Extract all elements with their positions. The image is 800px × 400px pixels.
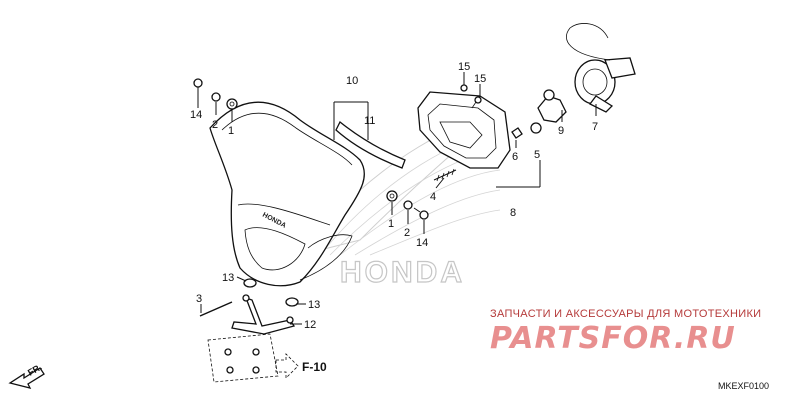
nut-6 xyxy=(511,127,523,139)
watermark-tagline: ЗАПЧАСТИ И АКСЕССУАРЫ ДЛЯ МОТОТЕХНИКИ xyxy=(490,308,761,320)
f10-reference-box xyxy=(207,333,279,383)
headlight-assembly xyxy=(417,91,511,169)
callout-13-right: 13 xyxy=(308,299,320,311)
callout-2-left: 2 xyxy=(212,119,218,131)
reference-f10-label: F-10 xyxy=(302,360,327,374)
callout-1-left: 1 xyxy=(228,125,234,137)
callout-9: 9 xyxy=(558,125,564,137)
headlight-cowl xyxy=(209,101,365,287)
callout-15-a: 15 xyxy=(458,61,470,73)
callout-10: 10 xyxy=(346,75,358,87)
reference-arrow xyxy=(275,353,299,379)
headlight-bulb xyxy=(537,89,567,123)
collar-5 xyxy=(530,122,542,134)
cowl-trim-strip xyxy=(335,120,406,169)
stay-12 xyxy=(231,294,296,335)
callout-11: 11 xyxy=(364,115,375,127)
cushion-13-left xyxy=(243,278,257,288)
rod-3 xyxy=(199,301,233,317)
screws-15 xyxy=(460,84,482,104)
callout-4: 4 xyxy=(430,191,436,203)
washer-2-right xyxy=(403,200,413,210)
cushion-13-right xyxy=(285,297,299,307)
front-direction-arrow xyxy=(8,367,45,389)
honda-text-watermark: HONDA xyxy=(340,256,465,289)
leader-lines xyxy=(197,72,597,325)
callout-13-left: 13 xyxy=(222,272,234,284)
callout-1-right: 1 xyxy=(388,218,394,230)
washer-2-left xyxy=(211,92,221,102)
callout-15-b: 15 xyxy=(474,73,486,85)
diagram-code: MKEXF0100 xyxy=(718,381,769,391)
callout-6: 6 xyxy=(512,151,518,163)
callout-12: 12 xyxy=(304,319,316,331)
bolt-14-left xyxy=(193,78,203,96)
callout-14-left: 14 xyxy=(190,109,202,121)
callout-8: 8 xyxy=(510,207,516,219)
grommet-1-left xyxy=(226,98,238,110)
watermark-brand: PARTSFOR.RU xyxy=(490,321,736,356)
callout-5: 5 xyxy=(534,149,540,161)
callout-3: 3 xyxy=(196,293,202,305)
callout-2-right: 2 xyxy=(404,227,410,239)
callout-14-right: 14 xyxy=(416,237,428,249)
bolt-14-right xyxy=(413,207,429,220)
grommet-1-right xyxy=(386,190,398,202)
adjuster-screw-4 xyxy=(433,168,457,182)
callout-7: 7 xyxy=(592,121,598,133)
bulb-socket-harness xyxy=(566,23,636,113)
